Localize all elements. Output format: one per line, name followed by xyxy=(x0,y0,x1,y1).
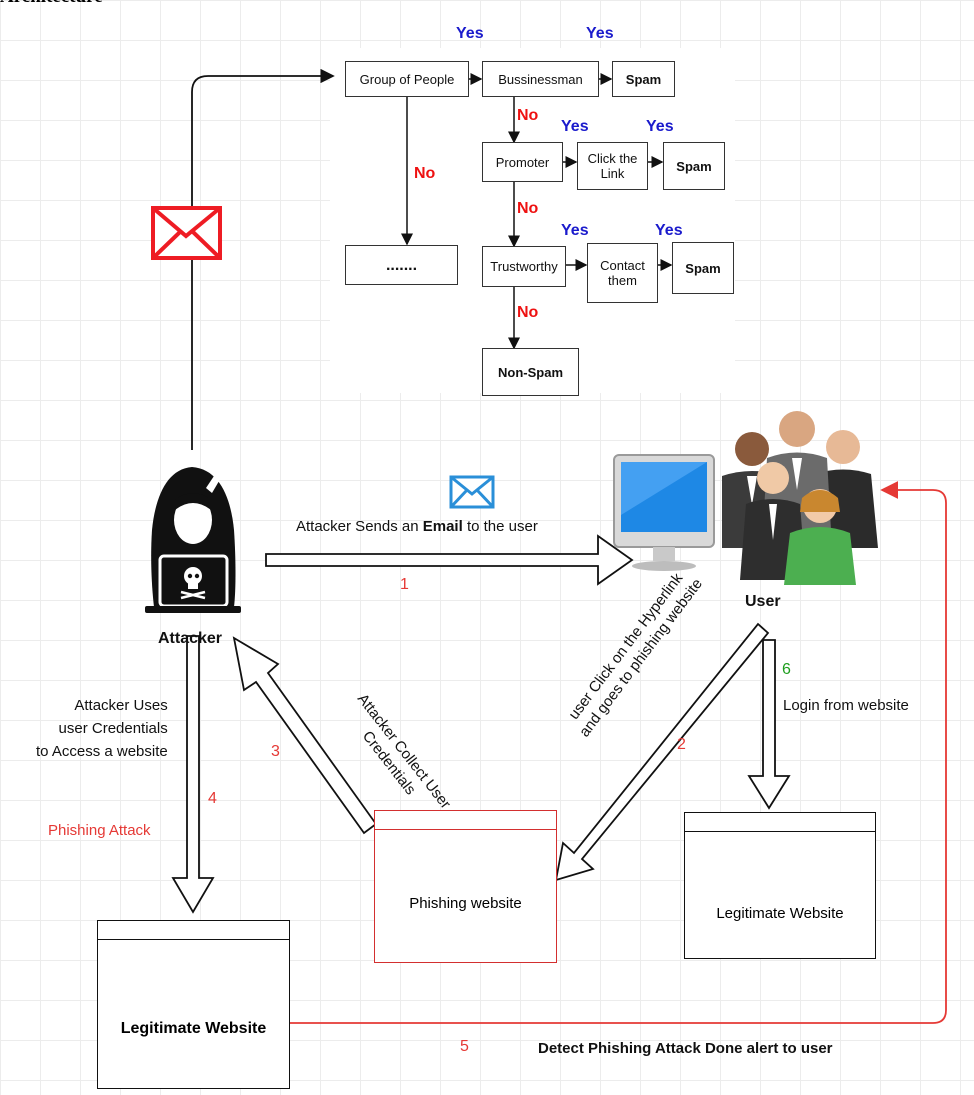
node-click-the-link: Click the Link xyxy=(577,142,648,190)
envelope-icon xyxy=(449,475,495,509)
step1-number: 1 xyxy=(400,576,409,593)
node-contact-them: Contact them xyxy=(587,243,658,303)
node-spam-2: Spam xyxy=(663,142,725,190)
node-spam-1: Spam xyxy=(612,61,675,97)
arrow-user-to-legit-site xyxy=(747,639,791,810)
step2-number: 2 xyxy=(677,736,686,753)
yes-label: Yes xyxy=(655,222,683,239)
phishing-attack-label: Phishing Attack xyxy=(48,822,151,839)
step5-label: Detect Phishing Attack Done alert to use… xyxy=(538,1040,833,1057)
node-promoter: Promoter xyxy=(482,142,563,182)
people-icon xyxy=(722,411,878,585)
attacker-to-flowchart-line xyxy=(191,68,335,450)
alert-line-to-user xyxy=(290,481,947,1024)
page-heading: Architecture xyxy=(0,0,103,8)
yes-label: Yes xyxy=(561,222,589,239)
yes-label: Yes xyxy=(456,25,484,42)
no-label: No xyxy=(414,165,436,182)
step6-number: 6 xyxy=(782,661,791,678)
arrow-phishing-to-attacker xyxy=(232,636,378,835)
user-label: User xyxy=(745,593,781,610)
yes-label: Yes xyxy=(646,118,674,135)
yes-label: Yes xyxy=(561,118,589,135)
hacker-icon xyxy=(145,467,241,613)
flowchart-panel xyxy=(330,48,735,393)
legitimate-website-left-label: Legitimate Website xyxy=(120,1020,267,1037)
node-trustworthy: Trustworthy xyxy=(482,246,566,287)
step6-label: Login from website xyxy=(783,697,909,714)
legitimate-website-right-label: Legitimate Website xyxy=(716,905,844,922)
legitimate-website-right-box: Legitimate Website xyxy=(684,812,876,959)
node-spam-3: Spam xyxy=(672,242,734,294)
envelope-icon xyxy=(151,206,222,260)
node-group-of-people: Group of People xyxy=(345,61,469,97)
no-label: No xyxy=(517,304,539,321)
computer-icon xyxy=(613,454,715,571)
step4-number: 4 xyxy=(208,790,217,807)
arrow-attacker-to-legit-site xyxy=(171,635,215,914)
step1-label: Attacker Sends an Email to the user xyxy=(296,518,538,535)
node-more-dots: ....... xyxy=(345,245,458,285)
phishing-website-label: Phishing website xyxy=(409,895,522,912)
attacker-label: Attacker xyxy=(158,630,223,647)
yes-label: Yes xyxy=(586,25,614,42)
phishing-website-box: Phishing website xyxy=(374,810,557,963)
step5-number: 5 xyxy=(460,1038,469,1055)
step3-number: 3 xyxy=(271,743,280,760)
arrow-user-to-phishing xyxy=(554,622,770,882)
no-label: No xyxy=(517,107,539,124)
node-businessman: Bussinessman xyxy=(482,61,599,97)
arrow-attacker-to-user xyxy=(265,534,634,586)
no-label: No xyxy=(517,200,539,217)
legitimate-website-left-box: Legitimate Website xyxy=(97,920,290,1089)
node-non-spam: Non-Spam xyxy=(482,348,579,396)
